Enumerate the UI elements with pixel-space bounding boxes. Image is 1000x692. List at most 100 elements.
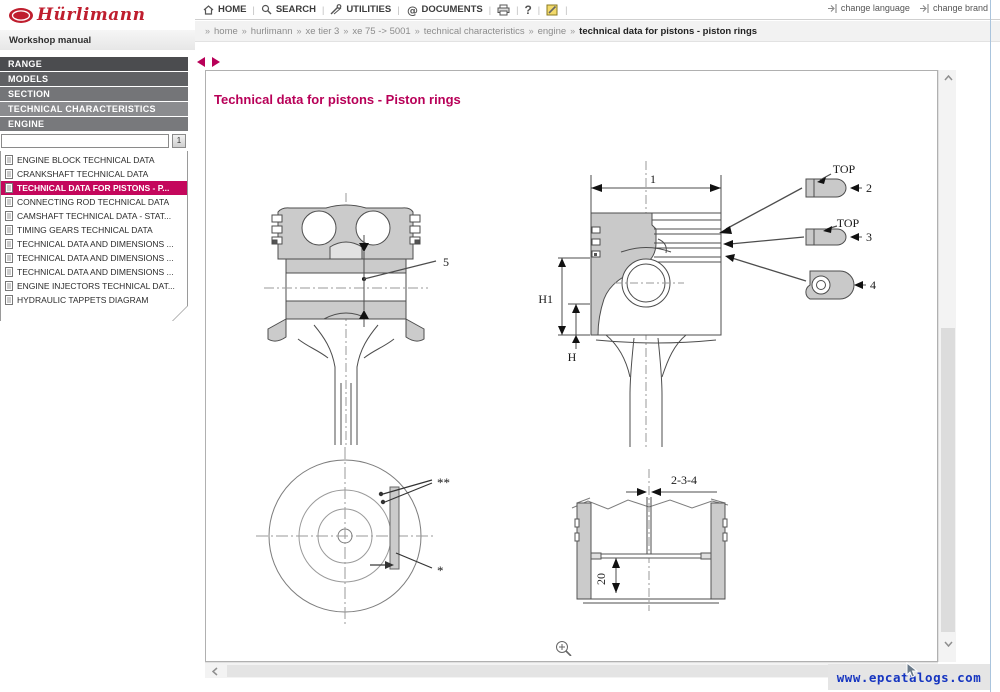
label-top-mark-2: TOP (833, 162, 856, 176)
page-nav (197, 57, 220, 67)
horizontal-scrollbar[interactable] (205, 662, 938, 678)
sidebar-item-range[interactable]: RANGE (0, 57, 188, 71)
label-star: * (437, 563, 444, 578)
previous-page-button[interactable] (197, 57, 205, 67)
cylinder-bore-view: 2-3-4 20 (571, 469, 729, 611)
breadcrumb-separator: » (343, 26, 349, 36)
menu-search-label: SEARCH (275, 4, 316, 15)
document-icon (5, 169, 13, 179)
tools-icon (330, 4, 342, 15)
content-panel: Technical data for pistons - Piston ring… (205, 70, 938, 662)
doc-item-timing-gears[interactable]: TIMING GEARS TECHNICAL DATA (1, 223, 187, 237)
arrow-bar-icon (919, 3, 929, 13)
breadcrumb-link-group[interactable]: engine (537, 25, 567, 37)
menu-documents[interactable]: @ DOCUMENTS (406, 4, 483, 16)
sidebar-filter-row: 1 (1, 133, 188, 149)
mouse-cursor (906, 662, 919, 678)
scroll-down-button[interactable] (939, 636, 957, 652)
doc-item-label: TECHNICAL DATA AND DIMENSIONS ... (17, 253, 174, 263)
breadcrumb-separator: » (528, 26, 534, 36)
change-brand-link[interactable]: change brand (919, 3, 988, 13)
vertical-scrollbar[interactable] (938, 70, 956, 662)
doc-item-label: CONNECTING ROD TECHNICAL DATA (17, 197, 170, 207)
scroll-up-button[interactable] (939, 70, 957, 86)
scroll-left-button[interactable] (207, 663, 223, 679)
doc-item-hydraulic-tappets[interactable]: HYDRAULIC TAPPETS DIAGRAM (1, 293, 187, 307)
menu-divider: | (537, 4, 541, 15)
next-page-button[interactable] (212, 57, 220, 67)
doc-item-label: ENGINE INJECTORS TECHNICAL DAT... (17, 281, 175, 291)
doc-item-engine-block[interactable]: ENGINE BLOCK TECHNICAL DATA (1, 153, 187, 167)
menu-home[interactable]: HOME (203, 4, 247, 15)
piston-front-view: 5 (264, 193, 449, 447)
hurlimann-logo-badge (9, 7, 33, 23)
document-icon (5, 197, 13, 207)
sidebar-filter-button[interactable]: 1 (172, 134, 186, 148)
help-button[interactable]: ? (524, 3, 531, 17)
document-icon (5, 183, 13, 193)
page-title: Technical data for pistons - Piston ring… (214, 92, 461, 107)
workshop-manual-label: Workshop manual (0, 30, 195, 50)
zoom-icon[interactable] (556, 641, 572, 657)
doc-item-label: TECHNICAL DATA AND DIMENSIONS ... (17, 239, 174, 249)
breadcrumb-link-brand[interactable]: hurlimann (250, 25, 293, 37)
sidebar-item-technical-characteristics[interactable]: TECHNICAL CHARACTERISTICS (0, 102, 188, 116)
doc-item-camshaft[interactable]: CAMSHAFT TECHNICAL DATA - STAT... (1, 209, 187, 223)
sidebar-item-section[interactable]: SECTION (0, 87, 188, 101)
top-menu-bar: HOME | SEARCH | UTILITIES | @ DOCUMENTS … (195, 0, 1000, 20)
doc-item-tech-dimensions-3[interactable]: TECHNICAL DATA AND DIMENSIONS ... (1, 265, 187, 279)
at-icon: @ (407, 4, 418, 16)
breadcrumb-separator: » (414, 26, 420, 36)
piston-figure: 5 1 (256, 161, 876, 657)
sidebar-item-engine[interactable]: ENGINE (0, 117, 188, 131)
piston-top-view: ** * (256, 447, 450, 625)
change-language-link[interactable]: change language (827, 3, 910, 13)
doc-item-label: TECHNICAL DATA AND DIMENSIONS ... (17, 267, 174, 277)
breadcrumb-link-model[interactable]: xe 75 -> 5001 (352, 25, 411, 37)
vertical-scroll-thumb[interactable] (941, 328, 955, 632)
label-gap-depth: 20 (594, 573, 608, 585)
label-double-star: ** (437, 475, 450, 490)
breadcrumb: » home » hurlimann » xe tier 3 » xe 75 -… (195, 21, 1000, 42)
sidebar-filter-input[interactable] (1, 134, 169, 148)
menu-divider: | (488, 4, 492, 15)
breadcrumb-link-section[interactable]: technical characteristics (423, 25, 525, 37)
breadcrumb-link-home[interactable]: home (214, 25, 238, 37)
doc-item-label: TIMING GEARS TECHNICAL DATA (17, 225, 153, 235)
horizontal-scroll-thumb[interactable] (227, 665, 927, 677)
menu-search[interactable]: SEARCH (261, 4, 316, 15)
menu-utilities[interactable]: UTILITIES (330, 4, 391, 15)
menu-divider: | (565, 4, 568, 15)
breadcrumb-separator: » (205, 26, 211, 36)
menu-divider: | (321, 4, 325, 15)
menu-utilities-label: UTILITIES (346, 4, 392, 15)
label-ring-set: 2-3-4 (671, 473, 697, 487)
piston-section-view: 1 (538, 161, 876, 447)
doc-item-connecting-rod[interactable]: CONNECTING ROD TECHNICAL DATA (1, 195, 187, 209)
document-icon (5, 211, 13, 221)
sidebar: RANGE MODELS SECTION TECHNICAL CHARACTER… (0, 50, 190, 322)
menu-divider: | (516, 4, 519, 15)
document-icon (5, 267, 13, 277)
menu-documents-label: DOCUMENTS (421, 4, 483, 15)
doc-item-pistons[interactable]: TECHNICAL DATA FOR PISTONS - P... (1, 181, 187, 195)
document-icon (5, 239, 13, 249)
label-piston-diameter: 1 (650, 172, 656, 186)
change-brand-label: change brand (932, 3, 988, 13)
breadcrumb-link-range[interactable]: xe tier 3 (305, 25, 340, 37)
doc-item-label: HYDRAULIC TAPPETS DIAGRAM (17, 295, 149, 305)
doc-item-crankshaft[interactable]: CRANKSHAFT TECHNICAL DATA (1, 167, 187, 181)
label-ring-2: 2 (866, 181, 872, 195)
label-top-mark-3: TOP (837, 216, 860, 230)
print-icon (497, 4, 510, 15)
sidebar-item-models[interactable]: MODELS (0, 72, 188, 86)
document-list: ENGINE BLOCK TECHNICAL DATA CRANKSHAFT T… (0, 151, 188, 321)
doc-item-tech-dimensions-2[interactable]: TECHNICAL DATA AND DIMENSIONS ... (1, 251, 187, 265)
label-compression-height: H1 (538, 292, 553, 306)
doc-item-tech-dimensions-1[interactable]: TECHNICAL DATA AND DIMENSIONS ... (1, 237, 187, 251)
print-button[interactable] (497, 4, 510, 16)
doc-item-injectors[interactable]: ENGINE INJECTORS TECHNICAL DAT... (1, 279, 187, 293)
notes-button[interactable] (546, 4, 559, 16)
notes-icon (546, 4, 558, 15)
breadcrumb-separator: » (296, 26, 302, 36)
